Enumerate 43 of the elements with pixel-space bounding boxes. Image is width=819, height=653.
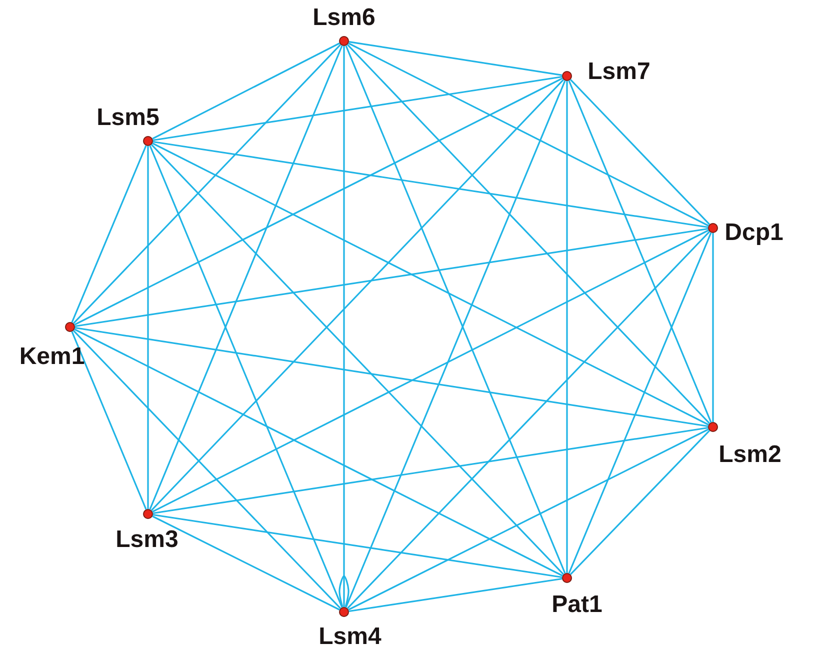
edge-line	[74, 326, 708, 428]
edge-line	[149, 45, 343, 510]
edge-line	[74, 228, 708, 328]
edge-line	[152, 140, 708, 228]
edge-line	[346, 231, 710, 609]
edge-line	[348, 578, 562, 612]
node-label: Lsm5	[96, 105, 160, 131]
edge-line	[348, 42, 709, 226]
edge-line	[152, 426, 708, 514]
edge-line	[348, 428, 709, 610]
edge-line	[568, 80, 712, 423]
edge-line	[71, 331, 147, 510]
node-label: Lsm2	[718, 442, 782, 468]
node-label: Lsm4	[318, 624, 382, 650]
edge-line	[147, 146, 149, 509]
edge-line	[712, 233, 714, 422]
edge-line	[152, 42, 340, 140]
edge-line	[152, 514, 562, 578]
loop-edge	[338, 575, 350, 608]
edge-line	[343, 46, 345, 607]
node-label: Dcp1	[724, 220, 784, 246]
edge-line	[72, 44, 342, 324]
node-label: Pat1	[552, 592, 602, 618]
node-label: Lsm3	[116, 527, 178, 553]
edge-line	[152, 516, 340, 610]
edge-line	[568, 232, 712, 574]
edge-line	[570, 430, 710, 575]
edge-line	[152, 76, 562, 142]
edge-line	[346, 44, 710, 424]
edge-line	[566, 81, 568, 573]
edge-line	[152, 142, 709, 426]
node-label: Lsm7	[588, 59, 650, 85]
edge-line	[150, 144, 564, 575]
edge-line	[152, 230, 709, 512]
edge-line	[150, 79, 564, 511]
edge-line	[71, 145, 147, 323]
edge-line	[348, 40, 562, 76]
edge-line	[72, 330, 342, 609]
edge-line	[149, 145, 343, 608]
edge-line	[570, 79, 710, 225]
edge-line	[74, 328, 563, 576]
edge-line	[74, 78, 563, 326]
node-label: Lsm6	[312, 5, 376, 31]
